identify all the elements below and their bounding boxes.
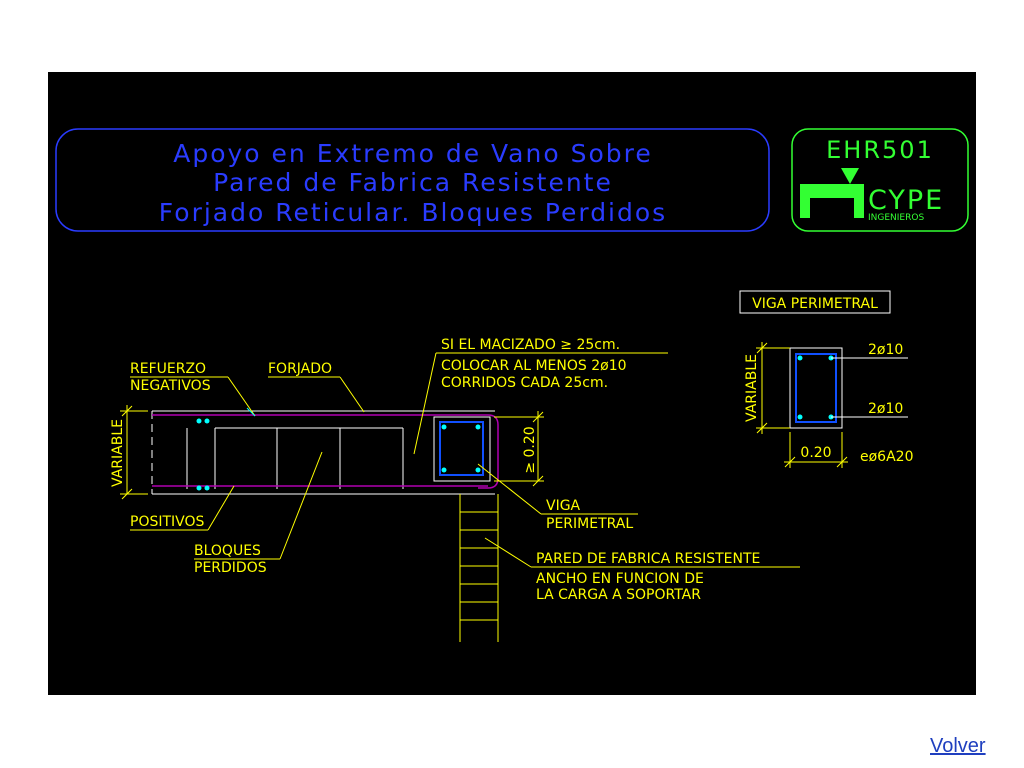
negativos-label: NEGATIVOS [130,378,211,394]
cad-canvas: Apoyo en Extremo de Vano Sobre Pared de … [55,128,969,642]
top-reinforcement [152,414,499,489]
logo-triangle-icon [841,168,859,184]
variable-left-label: VARIABLE [110,419,126,487]
section-bottom-bars: 2ø10 [868,401,903,417]
pared-line-1: PARED DE FABRICA RESISTENTE [536,551,760,567]
section-title: VIGA PERIMETRAL [752,296,878,312]
logo-code: EHR501 [826,136,934,164]
logo-brand: CYPE [868,185,944,216]
variable-dimension: VARIABLE [110,405,148,500]
cype-logo: EHR501 CYPE INGENIEROS [791,128,969,232]
section-top-bars: 2ø10 [868,342,903,358]
macizado-line-1: SI EL MACIZADO ≥ 25cm. [441,337,620,353]
logo-mark-icon [800,184,864,218]
logo-sub: INGENIEROS [868,213,924,223]
logo-frame [791,128,969,232]
forjado-label: FORJADO [268,361,332,377]
refuerzo-label: REFUERZO [130,361,206,377]
macizado-line-3: CORRIDOS CADA 25cm. [441,375,608,391]
title-line-1: Apoyo en Extremo de Vano Sobre [173,139,652,168]
section-width: 0.20 [800,445,831,461]
title-frame [55,128,770,232]
section-stirrups: eø6A20 [860,449,913,465]
section-variable: VARIABLE [744,354,760,422]
cad-drawing: Apoyo en Extremo de Vano Sobre Pared de … [48,72,976,695]
bloques-label: BLOQUES [194,543,261,559]
beam-section: VIGA PERIMETRAL 2ø10 2ø10 VARIABLE 0.20 … [739,290,913,468]
depth-label: ≥ 0.20 [522,426,538,473]
pared-line-2: ANCHO EN FUNCION DE [536,571,704,587]
slab-detail [151,410,499,495]
beam-stirrup [439,421,484,476]
perimetral-label: PERIMETRAL [546,516,633,532]
positivos-label: POSITIVOS [130,514,205,530]
annotations: REFUERZO NEGATIVOS FORJADO SI EL MACIZAD… [130,337,800,603]
section-title-frame [739,290,891,314]
section-stirrup [795,353,837,423]
depth-dimension: ≥ 0.20 [494,411,544,487]
back-link[interactable]: Volver [930,735,986,757]
pared-line-3: LA CARGA A SOPORTAR [536,587,701,603]
title-line-2: Pared de Fabrica Resistente [213,168,613,197]
macizado-line-2: COLOCAR AL MENOS 2ø10 [441,358,627,374]
title-line-3: Forjado Reticular. Bloques Perdidos [159,198,667,227]
viga-label: VIGA [546,498,581,514]
brick-wall [459,494,499,642]
perdidos-label: PERDIDOS [194,560,267,576]
